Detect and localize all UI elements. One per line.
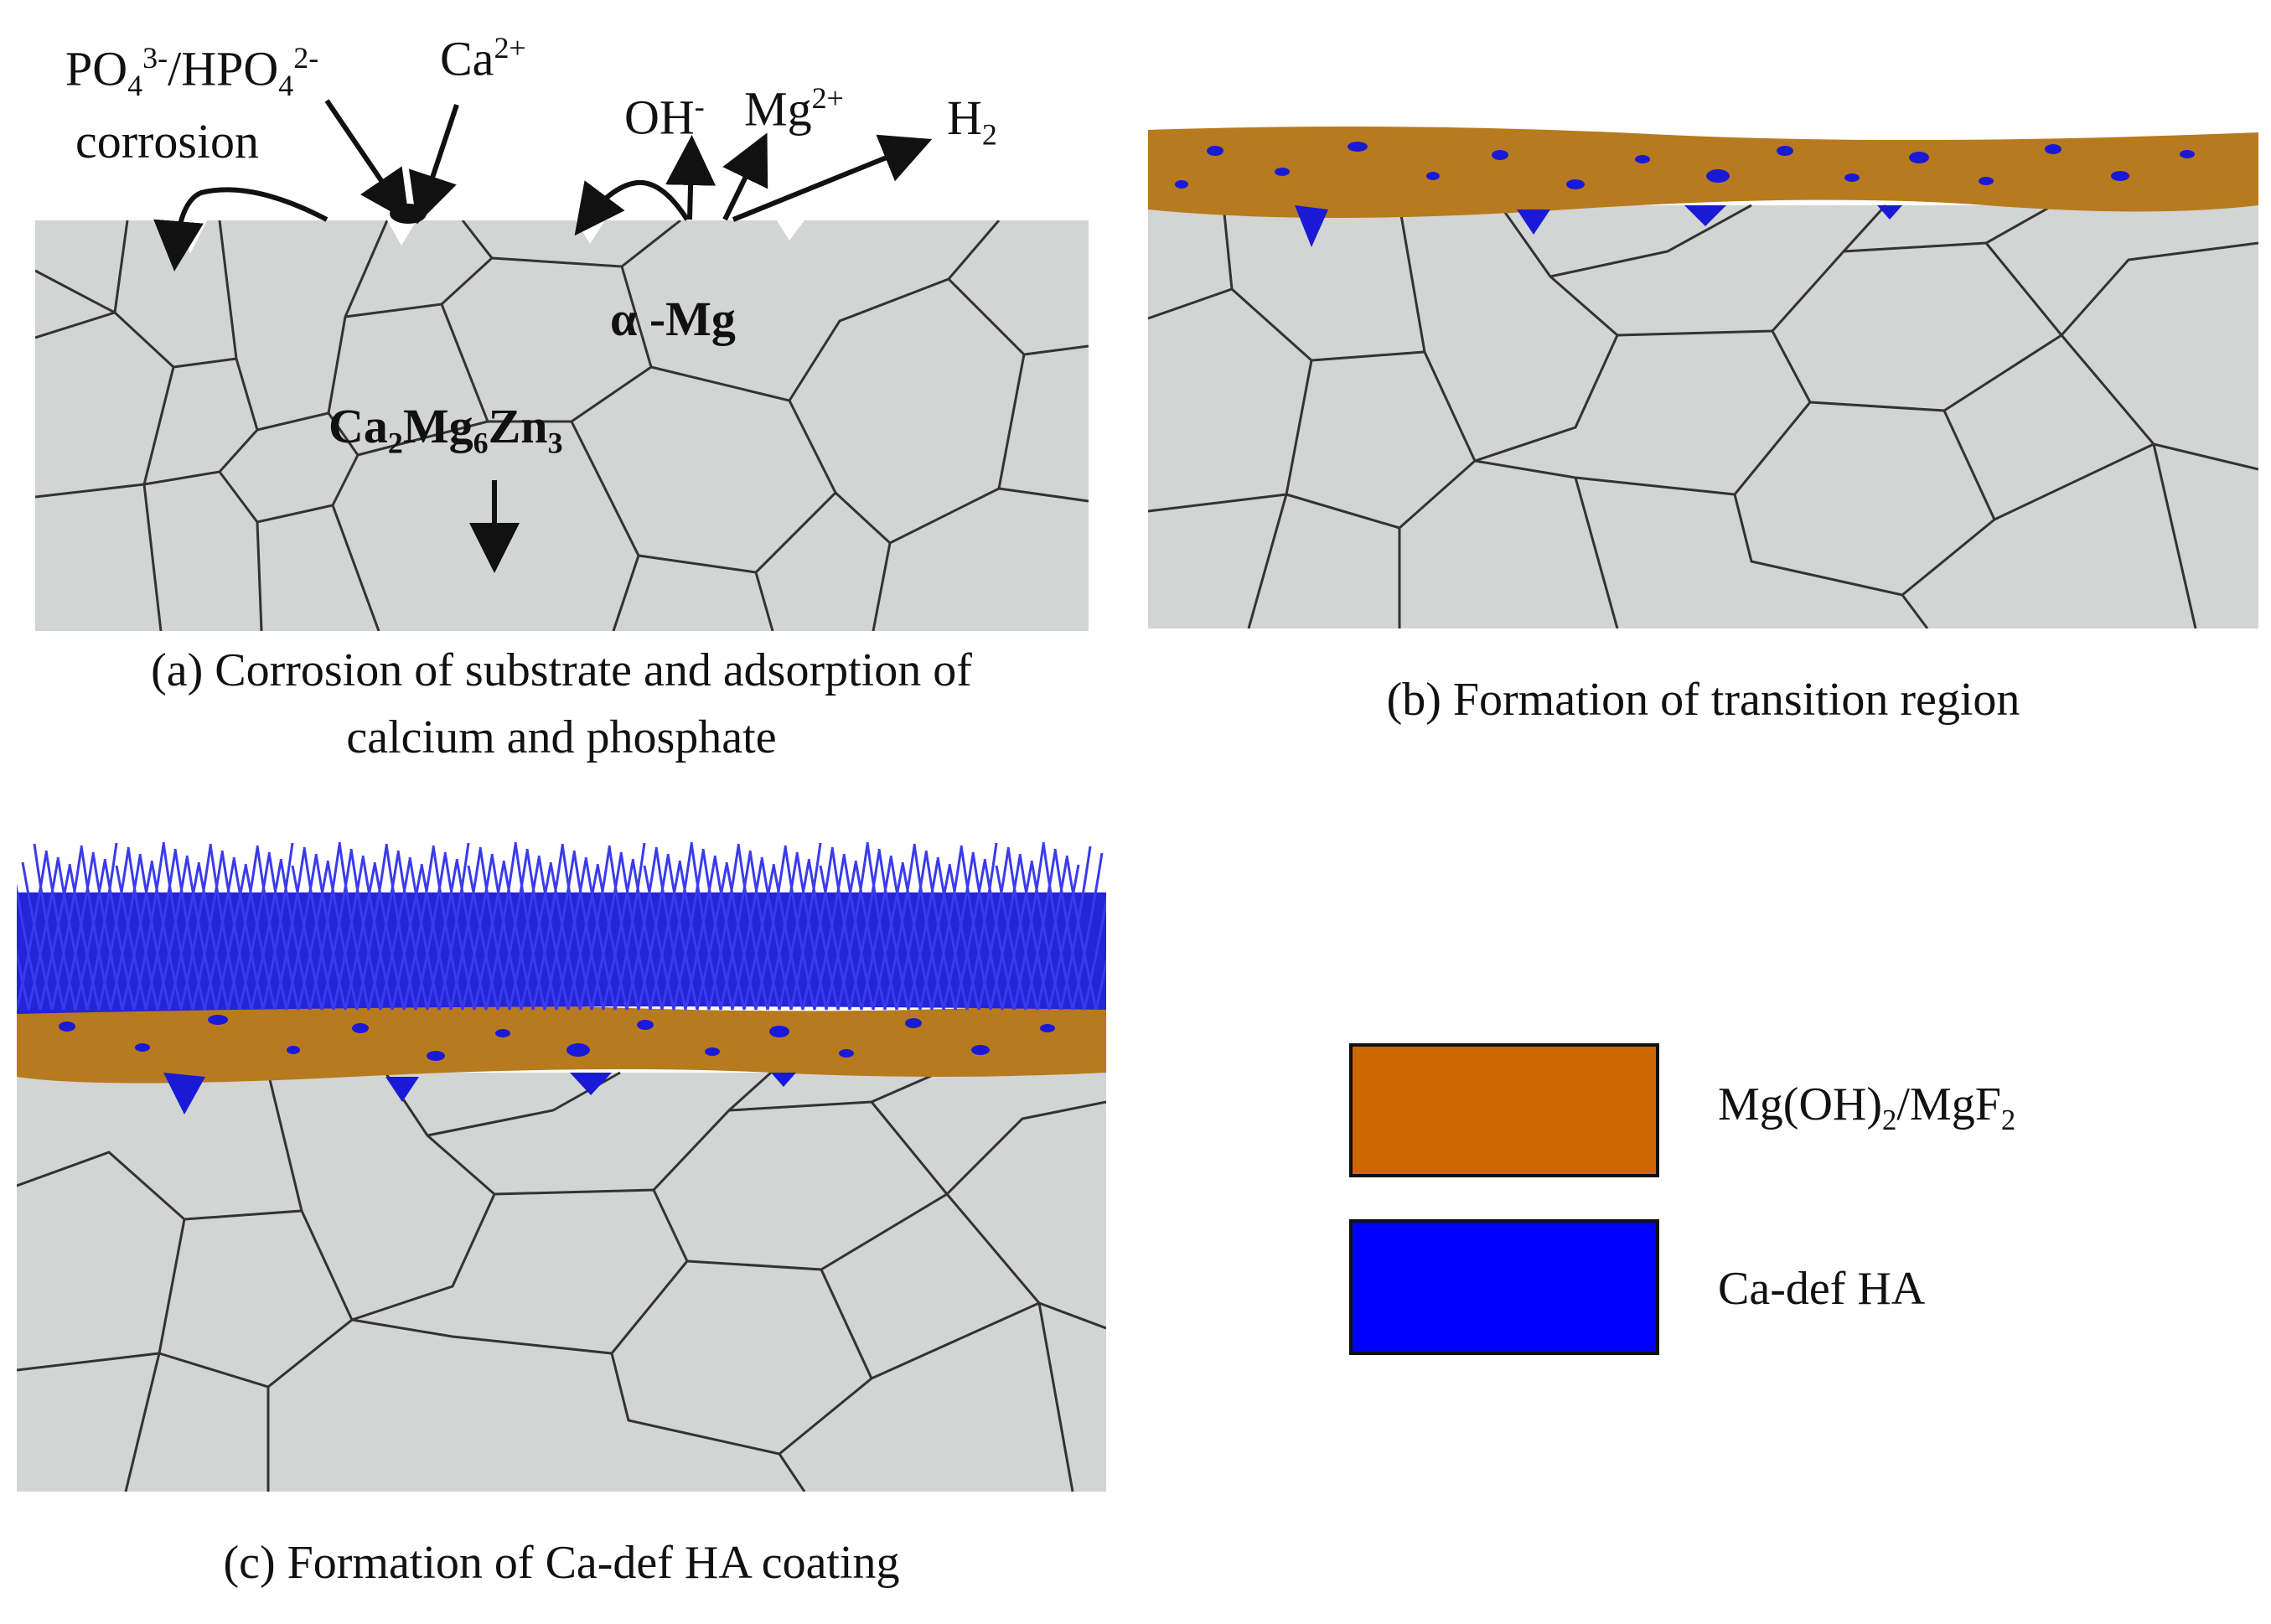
phosphate-sub: 4 <box>127 68 143 102</box>
legend-swatch-ha <box>1349 1219 1659 1355</box>
phase-zn: Zn <box>488 399 548 453</box>
phase-mg: Mg <box>402 399 473 453</box>
hydroxide-base: OH <box>624 90 695 145</box>
panel-a-caption-line1: (a) Corrosion of substrate and adsorptio… <box>151 644 972 696</box>
magnesium-base: Mg <box>744 81 812 137</box>
phase-mg-sub: 6 <box>473 426 489 460</box>
magnesium-ion-label: Mg2+ <box>744 81 844 137</box>
phase-ca-sub: 2 <box>387 426 403 460</box>
calcium-ion-label: Ca2+ <box>440 31 526 86</box>
panel-b-caption: (b) Formation of transition region <box>1386 674 2020 726</box>
phase-zn-sub: 3 <box>547 426 563 460</box>
legend-oxide-sub1: 2 <box>1881 1104 1897 1137</box>
legend-oxide-sub2: 2 <box>2000 1104 2016 1137</box>
slash-hpo: /HPO <box>168 41 279 96</box>
legend-oxide-mid: /MgF <box>1896 1078 2001 1130</box>
calcium-base: Ca <box>440 31 494 86</box>
panel-c-layers <box>17 841 1106 1492</box>
alpha-mg-label: α -Mg <box>610 292 736 346</box>
legend-swatch-oxide <box>1349 1043 1659 1177</box>
hydrogen-sub: 2 <box>981 117 997 152</box>
hpo-sup: 2- <box>293 41 319 75</box>
phase-ca: Ca <box>328 399 388 453</box>
intermetallic-phase-label: Ca2Mg6Zn3 <box>328 402 563 459</box>
panel-b-substrate <box>1148 126 2258 628</box>
phosphate-sup: 3- <box>142 41 168 75</box>
hydrogen-gas-label: H2 <box>947 94 997 151</box>
legend-oxide-base: Mg(OH) <box>1718 1078 1882 1130</box>
phosphate-label: PO43-/HPO42- <box>65 41 319 102</box>
legend-label-oxide: Mg(OH)2/MgF2 <box>1718 1081 2015 1135</box>
panel-c-caption: (c) Formation of Ca-def HA coating <box>223 1537 900 1589</box>
panel-b-layers <box>1148 127 2258 628</box>
panel-c-substrate <box>17 834 1106 1492</box>
magnesium-sup: 2+ <box>811 81 844 115</box>
phosphate-base: PO <box>65 41 128 96</box>
hpo-sub: 4 <box>278 68 294 102</box>
calcium-sup: 2+ <box>494 31 526 65</box>
hydroxide-label: OH- <box>624 90 705 145</box>
hydroxide-sup: - <box>694 90 705 123</box>
panel-a-caption-line2: calcium and phosphate <box>346 711 777 763</box>
corrosion-label: corrosion <box>75 114 260 168</box>
panel-a-grains <box>35 220 1089 631</box>
panel-a-substrate <box>35 220 1089 631</box>
panel-a-arrows <box>153 99 933 573</box>
legend-label-ha: Ca-def HA <box>1718 1263 1926 1315</box>
panel-a-caption: (a) Corrosion of substrate and adsorptio… <box>17 637 1106 771</box>
ha-needles <box>17 841 1106 1011</box>
hydrogen-base: H <box>947 91 982 145</box>
